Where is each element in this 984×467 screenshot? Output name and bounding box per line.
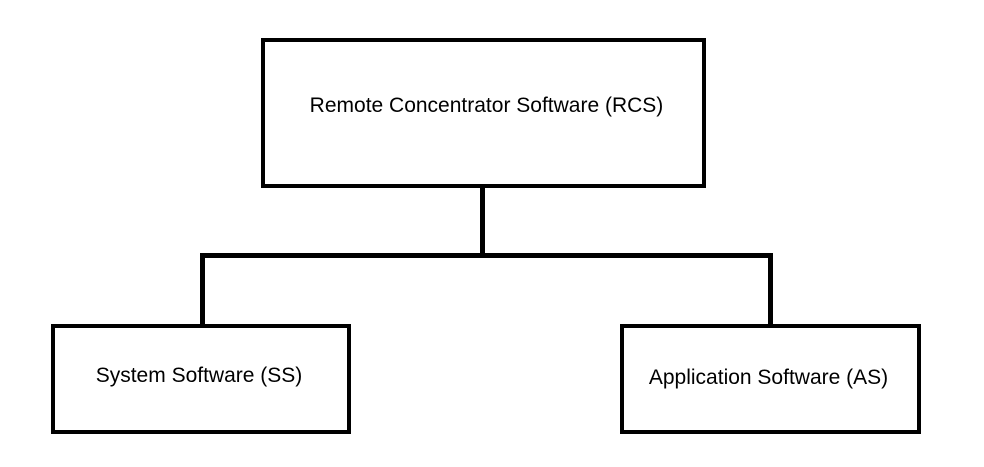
root-node-label: Remote Concentrator Software (RCS) xyxy=(309,94,664,117)
child-node-system-software: System Software (SS) xyxy=(51,324,351,434)
application-software-label: Application Software (AS) xyxy=(648,366,889,389)
connector-horizontal xyxy=(200,253,773,258)
root-node-rcs: Remote Concentrator Software (RCS) xyxy=(261,38,706,188)
system-software-label: System Software (SS) xyxy=(95,364,303,387)
child-node-application-software: Application Software (AS) xyxy=(620,324,921,434)
connector-left-down xyxy=(200,253,205,325)
connector-right-down xyxy=(768,253,773,325)
connector-root-down xyxy=(480,187,485,257)
